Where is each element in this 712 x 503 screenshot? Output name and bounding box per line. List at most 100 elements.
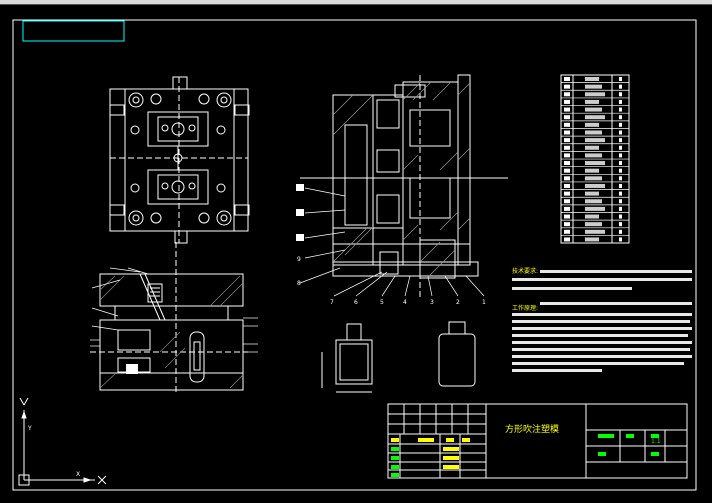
section-part-label: 9 [297,256,301,263]
row-name-mark [585,115,605,120]
title-cell-text-mark [391,447,399,451]
title-cell-text-mark [598,452,606,456]
row-qty-mark [619,206,622,211]
row-name-mark [585,107,602,112]
section-part-label: 5 [380,299,384,306]
ucs-icon[interactable] [18,397,107,486]
row-name-mark [585,237,599,242]
row-number-mark [564,199,570,204]
title-cell-text-mark [446,438,454,442]
section-part-label: 7 [330,299,334,306]
row-name-mark [585,153,602,158]
row-number-mark [564,214,570,219]
title-cell-text-mark [391,456,399,460]
title-cell-text-mark [391,438,399,442]
outer-frame [12,19,697,491]
row-qty-mark [619,191,622,196]
row-number-mark [564,191,570,196]
row-name-mark [585,229,605,234]
row-qty-mark [619,229,622,234]
note-text-line [512,355,692,358]
note-text-line [512,327,692,330]
row-number-mark [564,107,570,112]
row-number-mark [564,122,570,127]
row-qty-mark [619,153,622,158]
main-section-hatching [332,81,471,276]
row-name-mark [585,138,605,143]
row-number-mark [564,115,570,120]
row-number-mark [564,138,570,143]
row-number-mark [564,84,570,89]
section-part-label: 4 [403,299,407,306]
notes-body-lines [512,270,692,372]
row-number-mark [564,176,570,181]
row-qty-mark [619,237,622,242]
row-name-mark [585,130,602,135]
notes-heading-2: 工作原理: [512,304,538,312]
main-section-view[interactable] [300,74,508,300]
front-section-leaders [90,267,258,353]
row-name-mark [585,168,599,173]
title-block[interactable] [387,403,688,479]
note-text-line [512,278,692,281]
row-number-mark [564,229,570,234]
row-number-mark [564,130,570,135]
front-section-view[interactable] [90,242,248,395]
note-text-line [512,320,690,323]
row-number-mark [564,206,570,211]
front-section-hatching [99,275,244,389]
row-qty-mark [619,77,622,81]
top-plan-view[interactable] [109,76,250,244]
parts-list-cell-text [564,77,622,242]
notes-heading-1: 技术要求: [512,267,538,275]
title-cell-text-mark [626,434,634,438]
main-section-leaders [299,187,485,297]
row-qty-mark [619,199,622,204]
row-name-mark [585,77,599,81]
drawing-title: 方形吹注塑模 [505,423,559,435]
section-part-label: 6 [354,299,358,306]
row-qty-mark [619,138,622,143]
row-name-mark [585,161,605,166]
row-qty-mark [619,99,622,104]
title-cell-text-mark [651,452,659,456]
row-name-mark [585,183,605,188]
row-name-mark [585,191,599,196]
note-text-line [512,348,690,351]
note-text-line [512,287,632,290]
title-cell-text-mark [391,465,399,469]
row-number-mark [564,99,570,104]
row-qty-mark [619,183,622,188]
note-text-line [540,302,692,305]
left-label-group: 98 [297,256,301,287]
title-block-cell-text [391,434,659,477]
row-name-mark [585,222,602,227]
row-number-mark [564,237,570,242]
ucs-x-label: X [76,471,80,478]
row-number-mark [564,222,570,227]
product-detail-views[interactable] [321,321,476,393]
row-qty-mark [619,115,622,120]
row-name-mark [585,122,599,127]
section-part-label: 8 [297,280,301,287]
title-cell-text-mark [598,434,614,438]
row-qty-mark [619,130,622,135]
row-number-mark [564,161,570,166]
row-name-mark [585,206,605,211]
row-number-mark [564,145,570,150]
row-name-mark [585,214,599,219]
title-cell-text-mark [443,447,459,451]
parts-list-rows [561,82,629,236]
section-part-label: 1 [482,299,486,306]
row-qty-mark [619,222,622,227]
row-name-mark [585,84,602,89]
section-part-label: 3 [430,299,434,306]
row-qty-mark [619,92,622,97]
row-name-mark [585,92,605,97]
row-qty-mark [619,107,622,112]
row-number-mark [564,153,570,158]
note-text-line [512,341,692,344]
